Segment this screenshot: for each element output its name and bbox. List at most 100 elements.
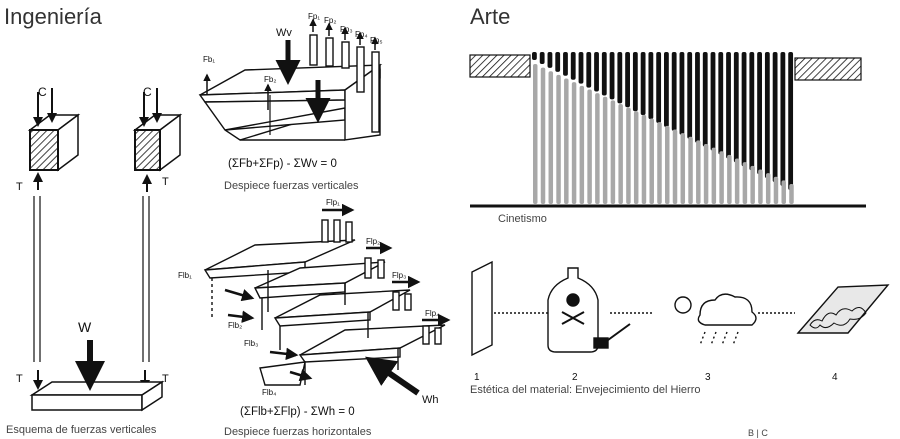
kinetic-bar-black (741, 52, 747, 167)
kinetic-bar-black (702, 52, 708, 147)
kinetic-bar-gray (649, 118, 654, 204)
kinetic-bar-black (679, 52, 685, 135)
kinetic-bar-black (632, 52, 638, 112)
kinetic-bar-gray (703, 144, 709, 204)
kinetic-bar-black (695, 52, 700, 143)
kinetic-bar-black (586, 52, 592, 88)
kinetic-bar-gray (548, 71, 554, 204)
kinetic-bar-gray (765, 173, 771, 204)
kinetic-bar-black (780, 52, 786, 187)
label-flp3: Flp₃ (392, 271, 406, 280)
kinetic-bar-black (710, 52, 716, 151)
kinetic-bar-black (539, 52, 545, 64)
step-2: 2 (572, 372, 578, 383)
kinetic-bar-black (563, 52, 568, 76)
force-t-top-left: T (16, 181, 23, 193)
kinetic-bar-gray (641, 114, 647, 204)
kinetic-bar-black (609, 52, 615, 100)
force-t-top-right: T (162, 176, 169, 188)
label-flp1: Flp₁ (326, 198, 340, 207)
kinetic-bar-black (764, 52, 770, 179)
kinetic-bar-gray (742, 162, 748, 204)
left-rod (33, 196, 41, 362)
kinetic-bar-gray (680, 133, 686, 204)
force-c-left: C (38, 85, 47, 99)
label-fb2: Fb₂ (264, 75, 276, 84)
kinetic-bar-gray (734, 158, 740, 204)
kinetic-bar-black (733, 52, 739, 163)
kinetic-bar-gray (579, 85, 585, 204)
vertical-caption: Despiece fuerzas verticales (224, 180, 359, 192)
horizontal-caption: Despiece fuerzas horizontales (224, 426, 372, 438)
sun-icon (674, 296, 692, 314)
label-fp5: Fp₅ (370, 36, 383, 45)
kinetic-bar-gray (665, 125, 670, 204)
kinetic-bar-black (749, 52, 755, 171)
kinetic-bar-black (757, 52, 762, 175)
kinetic-bar-black (718, 52, 724, 155)
kinetic-bar-gray (595, 93, 600, 204)
kinetic-bar-gray (672, 129, 678, 204)
aging-caption: Estética del material: Envejecimiento de… (470, 384, 701, 396)
poison-bottle-icon (547, 267, 599, 353)
iron-plate-new (471, 260, 493, 357)
kinetic-bar-gray (633, 111, 639, 204)
force-c-right: C (143, 85, 152, 99)
label-fp2: Fp₂ (324, 16, 336, 25)
kinetic-bar-gray (719, 151, 724, 204)
cloud-icon (697, 293, 757, 326)
step-4: 4 (832, 372, 838, 383)
right-beam-block (132, 113, 183, 172)
label-flp2: Flp₂ (366, 237, 380, 246)
kinetic-bar-gray (781, 180, 786, 204)
kinetic-bar-black (772, 52, 778, 183)
kinetic-caption: Cinetismo (498, 213, 547, 225)
kinetic-bar-gray (657, 122, 662, 204)
label-flb2: Flb₂ (228, 321, 242, 330)
label-fp1: Fp₁ (308, 12, 320, 21)
kinetic-bar-gray (696, 140, 701, 204)
kinetic-bar-black (532, 52, 537, 60)
kinetic-bar-black (648, 52, 654, 120)
force-t-bottom-left: T (16, 373, 23, 385)
kinetic-bar-gray (750, 165, 755, 204)
kinetic-bar-black (656, 52, 662, 124)
page-mark: B | C (748, 428, 768, 438)
label-wv: Wv (276, 27, 292, 39)
right-rod (142, 196, 150, 362)
base-slab (29, 380, 165, 412)
horizontal-equation: (ΣFlb+ΣFlp) - ΣWh = 0 (240, 406, 355, 418)
label-fp3: Fp₃ (340, 25, 353, 34)
label-flb4: Flb₄ (262, 388, 276, 397)
kinetic-bar-black (594, 52, 599, 92)
kinetic-bar-gray (758, 169, 763, 204)
kinetic-bar-black (687, 52, 693, 139)
kinetic-bar-black (726, 52, 731, 159)
schema-caption: Esquema de fuerzas verticales (6, 424, 157, 436)
step-3: 3 (705, 372, 711, 383)
label-fb1: Fb₁ (203, 55, 215, 64)
kinetic-bar-black (640, 52, 646, 116)
kinetic-bar-gray (533, 64, 538, 204)
horizontal-despiece-drawing (203, 203, 451, 396)
label-flb1: Flb₁ (178, 271, 192, 280)
kinetic-bar-gray (727, 154, 732, 204)
kinetic-bar-gray (587, 89, 592, 204)
kinetic-bar-black (555, 52, 561, 72)
engineering-title: Ingeniería (4, 4, 102, 29)
label-flb3: Flb₃ (244, 339, 258, 348)
kinetic-bar-black (578, 52, 584, 84)
brush-icon (593, 337, 609, 349)
kinetic-bar-gray (610, 100, 616, 204)
kinetic-bar-black (671, 52, 677, 131)
kinetic-bar-gray (789, 184, 794, 204)
kinetic-bar-black (788, 52, 794, 190)
step-1: 1 (474, 372, 480, 383)
right-ground-hatch (794, 57, 862, 81)
kinetic-bar-black (601, 52, 607, 96)
aging-sequence (471, 260, 890, 357)
kinetic-bar-black (570, 52, 576, 80)
kinetic-bar-gray (688, 136, 693, 204)
kinetic-bar-gray (618, 104, 623, 204)
kinetic-bar-gray (564, 78, 569, 204)
